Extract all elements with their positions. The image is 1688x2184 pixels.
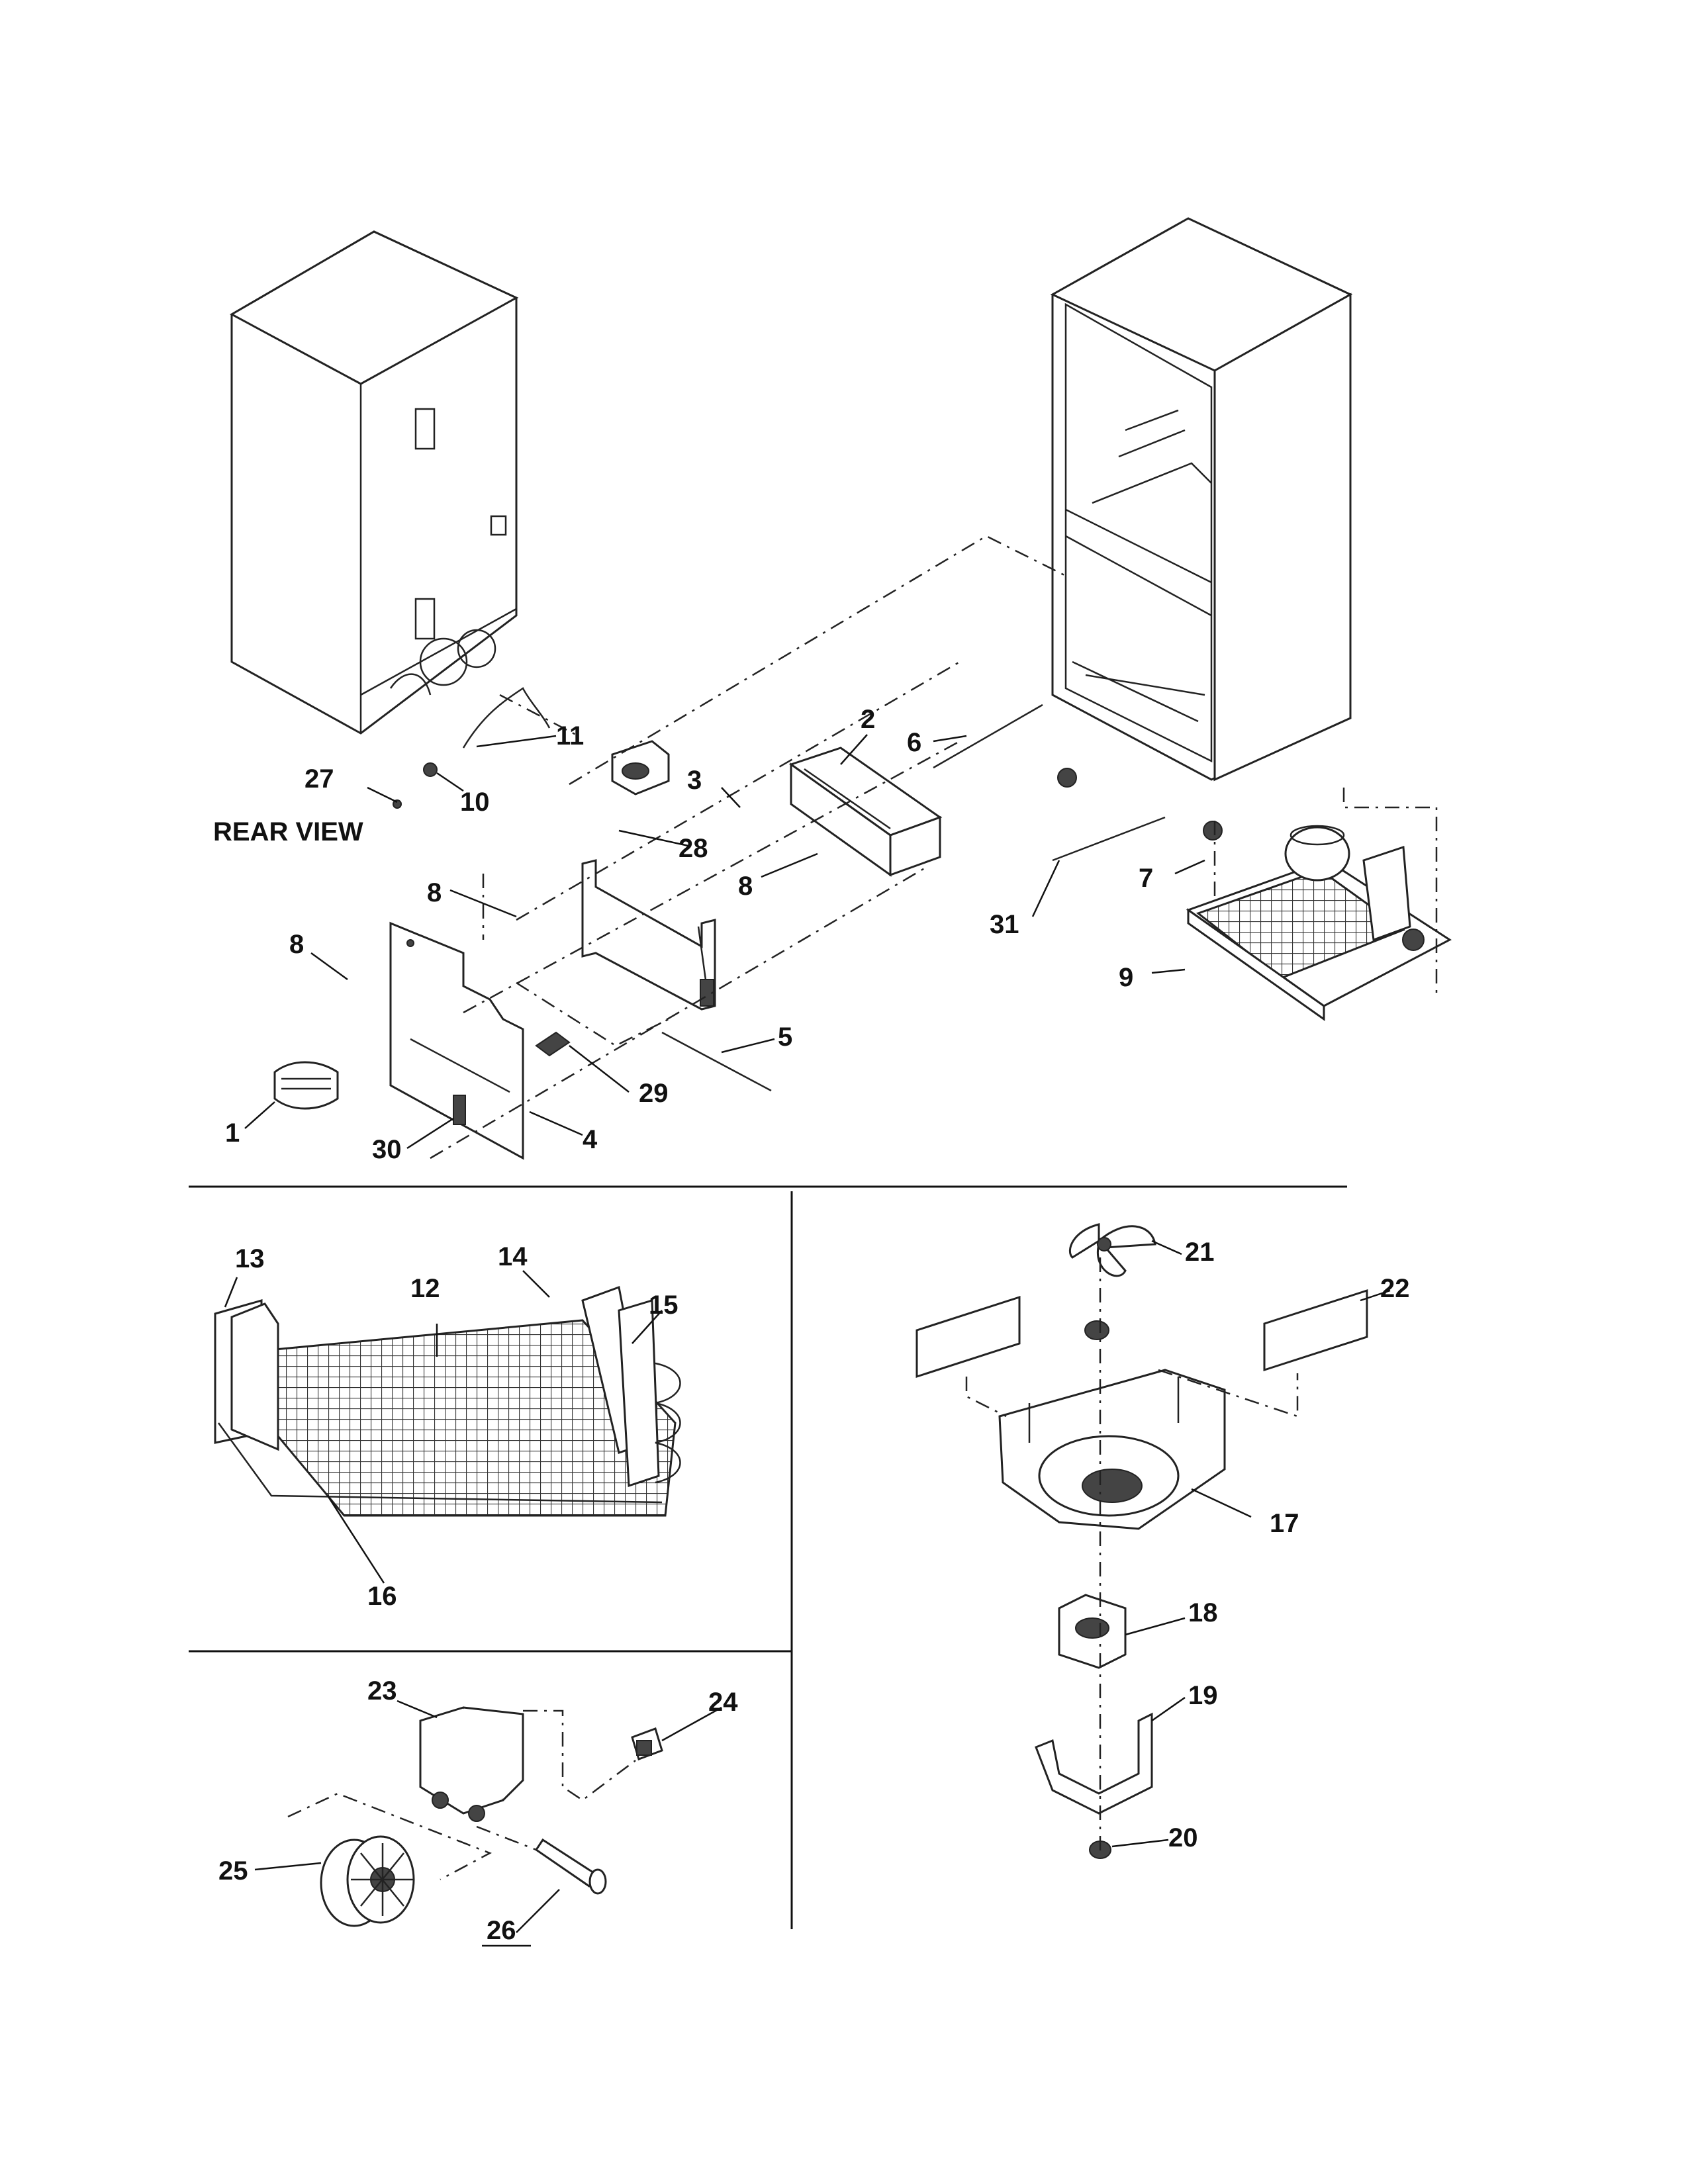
- assembly-lines: [430, 535, 1438, 1160]
- roller-assembly-lines: [287, 1709, 636, 1881]
- callout-10: 10: [460, 788, 490, 817]
- callout-7: 7: [1139, 864, 1153, 893]
- part-grille: [273, 1061, 339, 1110]
- part-tube-5: [661, 1031, 772, 1092]
- callout-24: 24: [708, 1688, 738, 1717]
- callout-8a: 8: [427, 878, 442, 907]
- part-access-panel: [389, 921, 524, 1160]
- callout-27: 27: [305, 764, 334, 794]
- part-fan-blade: [1068, 1223, 1156, 1277]
- callout-6: 6: [907, 728, 921, 757]
- callout-19: 19: [1188, 1681, 1218, 1710]
- part-drain-tube: [393, 687, 551, 809]
- part-tube-31: [1052, 816, 1166, 862]
- callout-25: 25: [218, 1856, 248, 1886]
- callout-13: 13: [235, 1244, 265, 1273]
- callout-8c: 8: [738, 872, 753, 901]
- callout-15: 15: [649, 1291, 679, 1320]
- callout-17: 17: [1270, 1509, 1299, 1538]
- callout-12: 12: [410, 1274, 440, 1303]
- callout-30: 30: [372, 1135, 402, 1164]
- part-compressor-assembly: [1186, 825, 1452, 1021]
- callout-22: 22: [1380, 1274, 1410, 1303]
- rear-view-cabinet: [229, 230, 519, 735]
- part-fan-motor: [1058, 1594, 1127, 1669]
- part-clip-30: [453, 1095, 466, 1125]
- front-cabinet: [1050, 217, 1353, 841]
- callout-11: 11: [556, 721, 584, 751]
- callout-31: 31: [990, 910, 1019, 939]
- callout-4: 4: [583, 1125, 598, 1154]
- part-foam-left: [915, 1295, 1021, 1379]
- callout-5: 5: [778, 1023, 792, 1052]
- part-rear-bracket: [581, 859, 716, 1011]
- callout-labels: 1 2 3 4 5 6 7 8 8 8 9 10 11 12 13 14 15 …: [218, 705, 1410, 1945]
- part-fan-shroud: [998, 1369, 1226, 1530]
- callout-3: 3: [687, 766, 702, 795]
- part-grommet-top: [1084, 1320, 1109, 1340]
- leader-lines: [224, 734, 1391, 1933]
- callout-21: 21: [1185, 1238, 1215, 1267]
- part-tube-6: [933, 704, 1043, 769]
- part-motor-bracket: [1035, 1712, 1153, 1815]
- callout-18: 18: [1188, 1598, 1218, 1627]
- callout-14: 14: [498, 1242, 528, 1271]
- callout-26: 26: [487, 1916, 516, 1945]
- part-axle-pin: [534, 1838, 607, 1895]
- part-thermistor-29: [535, 1031, 571, 1057]
- callout-29: 29: [639, 1079, 669, 1108]
- callout-8b: 8: [289, 930, 304, 959]
- part-clip-24: [631, 1727, 663, 1760]
- part-roller-bracket: [419, 1706, 524, 1822]
- section-dividers: [189, 1185, 1347, 1929]
- part-wheel: [320, 1835, 415, 1927]
- rear-view-label: REAR VIEW: [213, 817, 363, 846]
- callout-1: 1: [225, 1118, 240, 1148]
- part-damper-28: [611, 740, 670, 796]
- callout-20: 20: [1168, 1823, 1198, 1852]
- fan-assembly-lines: [965, 1257, 1299, 1853]
- part-drain-trough: [788, 747, 943, 877]
- callout-23: 23: [367, 1676, 397, 1706]
- part-foam-right: [1263, 1289, 1368, 1372]
- callout-2: 2: [861, 705, 875, 734]
- callout-16: 16: [367, 1582, 397, 1611]
- part-evaporator: [214, 1285, 681, 1517]
- callout-28: 28: [679, 834, 708, 863]
- callout-9: 9: [1119, 963, 1133, 992]
